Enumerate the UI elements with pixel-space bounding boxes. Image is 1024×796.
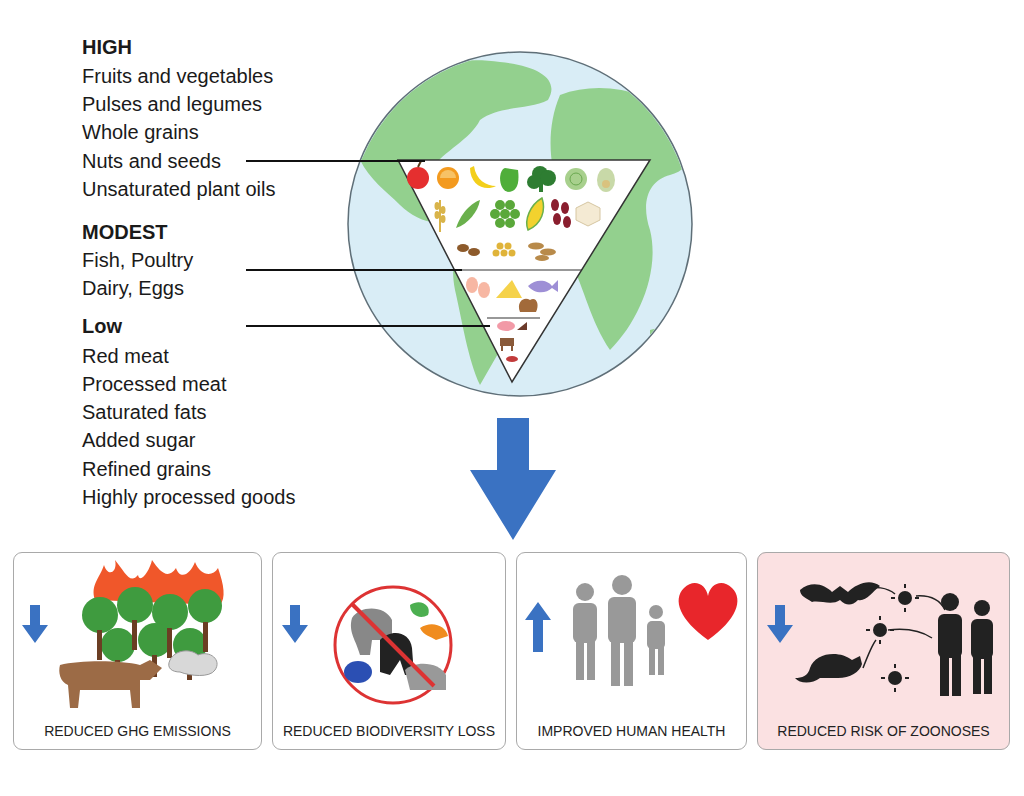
- ghg-icon: [22, 560, 224, 708]
- outcome-box: REDUCED BIODIVERSITY LOSS: [272, 552, 506, 750]
- food-item: Highly processed goods: [82, 485, 295, 509]
- outcome-box: IMPROVED HUMAN HEALTH: [516, 552, 747, 750]
- leader-lines: [246, 161, 490, 326]
- food-item: Unsaturated plant oils: [82, 177, 275, 201]
- big-arrow: [470, 418, 556, 540]
- food-item: Saturated fats: [82, 400, 207, 424]
- outcome-caption: REDUCED RISK OF ZOONOSES: [762, 723, 1005, 740]
- globe: [348, 52, 700, 396]
- food-item: Refined grains: [82, 457, 211, 481]
- food-item: Dairy, Eggs: [82, 276, 184, 300]
- outcome-box: REDUCED RISK OF ZOONOSES: [757, 552, 1010, 750]
- box-fill: [757, 552, 1010, 750]
- tier-heading: MODEST: [82, 220, 168, 244]
- zoonoses-icon: [767, 582, 993, 696]
- food-item: Pulses and legumes: [82, 92, 262, 116]
- outcome-caption: REDUCED GHG EMISSIONS: [18, 723, 257, 740]
- outcome-caption: IMPROVED HUMAN HEALTH: [521, 723, 742, 740]
- food-item: Processed meat: [82, 372, 227, 396]
- food-item: Whole grains: [82, 120, 199, 144]
- food-item: Red meat: [82, 344, 169, 368]
- food-item: Added sugar: [82, 428, 195, 452]
- outcome-caption: REDUCED BIODIVERSITY LOSS: [277, 723, 501, 740]
- outcome-box: REDUCED GHG EMISSIONS: [13, 552, 262, 750]
- food-item: Fruits and vegetables: [82, 64, 273, 88]
- health-icon: [525, 575, 737, 686]
- tier-heading: Low: [82, 314, 122, 338]
- food-item: Nuts and seeds: [82, 149, 221, 173]
- tier-heading: HIGH: [82, 35, 132, 59]
- food-item: Fish, Poultry: [82, 248, 193, 272]
- biodiversity-icon: [282, 587, 451, 703]
